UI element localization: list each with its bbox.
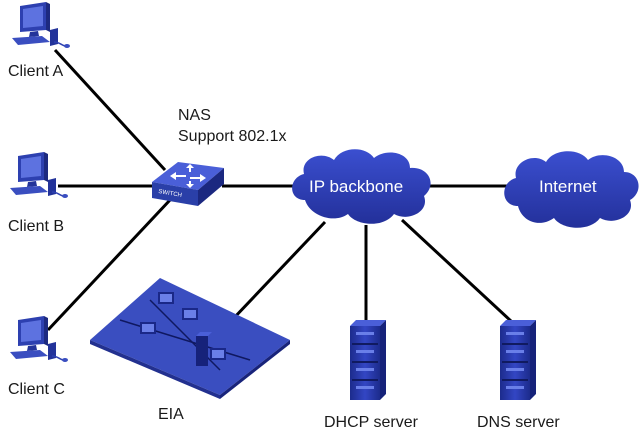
switch-device-label: SWITCH	[158, 189, 182, 199]
client-c-label: Client C	[8, 381, 65, 398]
nas-switch-icon[interactable]: SWITCH	[152, 162, 224, 206]
client-b-label: Client B	[8, 218, 65, 235]
ip-backbone-cloud-icon[interactable]	[292, 149, 431, 224]
link-backbone-dns	[400, 218, 514, 324]
internet-cloud-icon[interactable]	[504, 151, 639, 228]
client-b-icon[interactable]	[9, 151, 69, 199]
link-client-a-nas	[53, 48, 167, 172]
links	[46, 48, 514, 332]
dhcp-server-icon[interactable]	[349, 319, 387, 401]
dhcp-server-label: DHCP server	[324, 414, 418, 431]
client-a-label: Client A	[8, 63, 64, 80]
dns-server-icon[interactable]	[499, 319, 537, 401]
nas-label: NAS	[178, 107, 211, 124]
eia-lan-icon[interactable]	[90, 278, 290, 399]
internet-label: Internet	[539, 177, 597, 196]
client-a-icon[interactable]	[11, 1, 71, 49]
nas-support-label: Support 802.1x	[178, 128, 287, 145]
eia-label: EIA	[158, 406, 184, 423]
link-client-c-nas	[46, 198, 172, 332]
link-backbone-eia	[230, 220, 327, 322]
dns-server-label: DNS server	[477, 414, 560, 431]
client-c-icon[interactable]	[9, 315, 69, 363]
ip-backbone-label: IP backbone	[309, 177, 404, 196]
